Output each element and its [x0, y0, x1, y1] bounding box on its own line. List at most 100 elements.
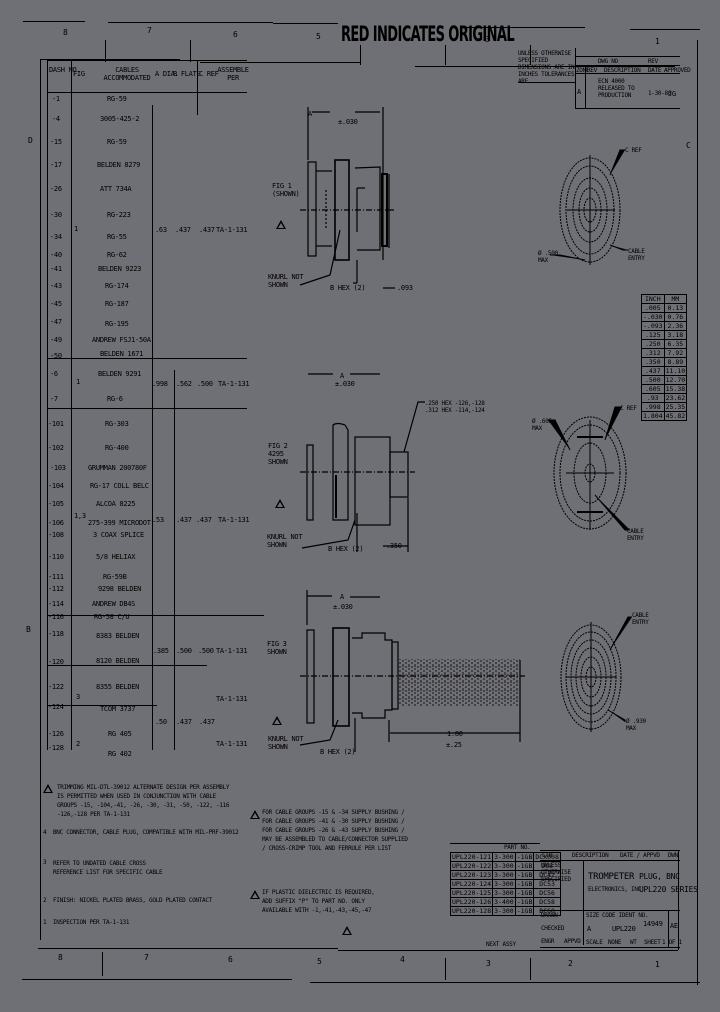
table-row-dash: -106 [48, 519, 64, 527]
revision-description: ECN 4000 RELEASED TO PRODUCTION [598, 78, 635, 99]
scale-value: NONE [608, 939, 622, 946]
part-number: UPL220-124 [449, 879, 494, 889]
table-row-dash: -43 [50, 282, 62, 290]
part-cable: 3-300 [492, 906, 516, 916]
group-a: .53 [152, 516, 164, 524]
revision-date: 1-30-86 [648, 90, 672, 97]
zone-1: 1 [655, 37, 660, 46]
group-c: .500 [197, 380, 213, 388]
group-a: .50 [155, 718, 167, 726]
part-number: UPL220-126 [449, 897, 494, 907]
part-dash: -1GB [514, 879, 535, 889]
table-row-dash: -49 [50, 336, 62, 344]
part-number: UPL220-121 [449, 852, 494, 862]
group-assembly: TA-1-131 [218, 380, 250, 388]
part-dash: -1GB [514, 897, 535, 907]
table-row-dash: -116 [48, 613, 64, 621]
code-label: CODE IDENT NO. [602, 912, 649, 919]
table-row-dash: -41 [50, 265, 62, 273]
header-a: A DIA. [155, 70, 179, 78]
mm-value: 45.82 [663, 411, 688, 421]
sig-drawn: DRAWN [541, 912, 558, 919]
table-row-dash: -111 [48, 573, 64, 581]
fig3-dim-a-tol: ±.030 [333, 603, 353, 611]
table-row-cable: ALCOA 8225 [96, 500, 136, 508]
unless-specified-note: UNLESS OTHERWISE SPECIFIED [541, 862, 571, 883]
table-row-cable: 5/8 HELIAX [96, 553, 136, 561]
fig1-dim-a: A [308, 110, 312, 118]
title-block: LTR DESCRIPTION DATE / APPVD DWN UNLESS … [540, 850, 698, 950]
table-row-cable: ANDREW DB4S [92, 600, 136, 608]
table-row-dash: -105 [48, 500, 64, 508]
table-row-cable: RG-400 [105, 444, 129, 452]
fig2-hex-callout: .250 HEX -126,-128 .312 HEX -114,-124 [425, 400, 485, 414]
part-dash: -1GB [514, 861, 535, 871]
sheet-label: SHEET [644, 939, 661, 946]
note-flag-icon [276, 220, 286, 229]
table-row-dash: -6 [50, 370, 58, 378]
size-label: SIZE [586, 912, 600, 919]
group-assembly: TA-1-131 [216, 647, 248, 655]
group-a: .385 [153, 647, 169, 655]
table-row-cable: BELDEN 1671 [100, 350, 144, 358]
table-row-dash: -4 [52, 115, 60, 123]
fig2-knurl-label: KNURL NOT SHOWN [267, 533, 303, 549]
table-row-dash: -122 [48, 683, 64, 691]
group-b: .562 [176, 380, 192, 388]
table-row-cable: RG 402 [108, 750, 132, 758]
table-row-dash: -128 [48, 744, 64, 752]
group-assembly: TA-1-131 [218, 516, 250, 524]
fig2-end-dia: Ø .605 MAX [532, 418, 552, 432]
note-flag-icon [342, 926, 352, 935]
zone-5-bottom: 5 [317, 957, 322, 966]
sig-approved: APPVD [564, 938, 581, 945]
fig3-dim-bottom-tol: ±.25 [446, 741, 462, 749]
part-number: UPL220-125 [449, 888, 494, 898]
part-number: UPL220-122 [449, 861, 494, 871]
part-cable: 3-300 [492, 852, 516, 862]
code-ident: 14949 [643, 920, 663, 928]
note-number: 3 [43, 859, 47, 866]
header-c: C REF [199, 70, 219, 78]
fig3-end-dia: Ø .930 MAX [626, 718, 646, 732]
table-row-cable: RG-62 [107, 251, 127, 259]
group-fig: 1 [74, 225, 78, 233]
table-row-cable: ATT 734A [100, 185, 132, 193]
fig2-hex-label: B HEX (2) [328, 545, 364, 553]
dwg-no-label: DWG NO [598, 58, 618, 65]
table-row-dash: -17 [50, 161, 62, 169]
table-row-cable: 8120 BELDEN [96, 657, 140, 665]
group-c: .437 [199, 718, 215, 726]
revision-block: UNLESS OTHERWISE SPECIFIED DIMENSIONS AR… [518, 48, 691, 128]
fig1-hex-label: B HEX (2) [330, 284, 366, 292]
table-row-dash: -124 [48, 703, 64, 711]
connector-table: DASH NO. FIG CABLES ACCOMMODATED A DIA. … [47, 60, 264, 750]
group-fig: 1,3 [74, 512, 86, 520]
fig2-label: FIG 2 4295 SHOWN [268, 442, 288, 466]
table-row-cable: TCOM 3737 [100, 705, 136, 713]
table-row-dash: -103 [50, 464, 66, 472]
part-cable: 3-300 [492, 879, 516, 889]
part-dash: -1GB [514, 888, 535, 898]
weight-label: WT [630, 939, 637, 946]
group-assembly: TA-1-131 [216, 740, 248, 748]
zone-d: D [28, 136, 33, 145]
table-row-dash: -120 [48, 658, 64, 666]
next-assy-label: NEXT ASSY [486, 941, 516, 948]
part-list-header: PART NO. [504, 844, 531, 851]
fig1-dim-right: .093 [397, 284, 413, 292]
table-row-cable: BELDEN 9223 [98, 265, 142, 273]
table-row-dash: -101 [48, 420, 64, 428]
fig3-label: FIG 3 SHOWN [267, 640, 287, 656]
zone-7: 7 [147, 26, 152, 35]
drawing-title-line1: PLUG, BNC [639, 872, 680, 881]
group-b: .437 [176, 718, 192, 726]
table-row-dash: -7 [50, 395, 58, 403]
table-row-cable: 3005-425-2 [100, 115, 140, 123]
table-row-dash: -40 [50, 251, 62, 259]
table-row-cable: 8355 BELDEN [96, 683, 140, 691]
